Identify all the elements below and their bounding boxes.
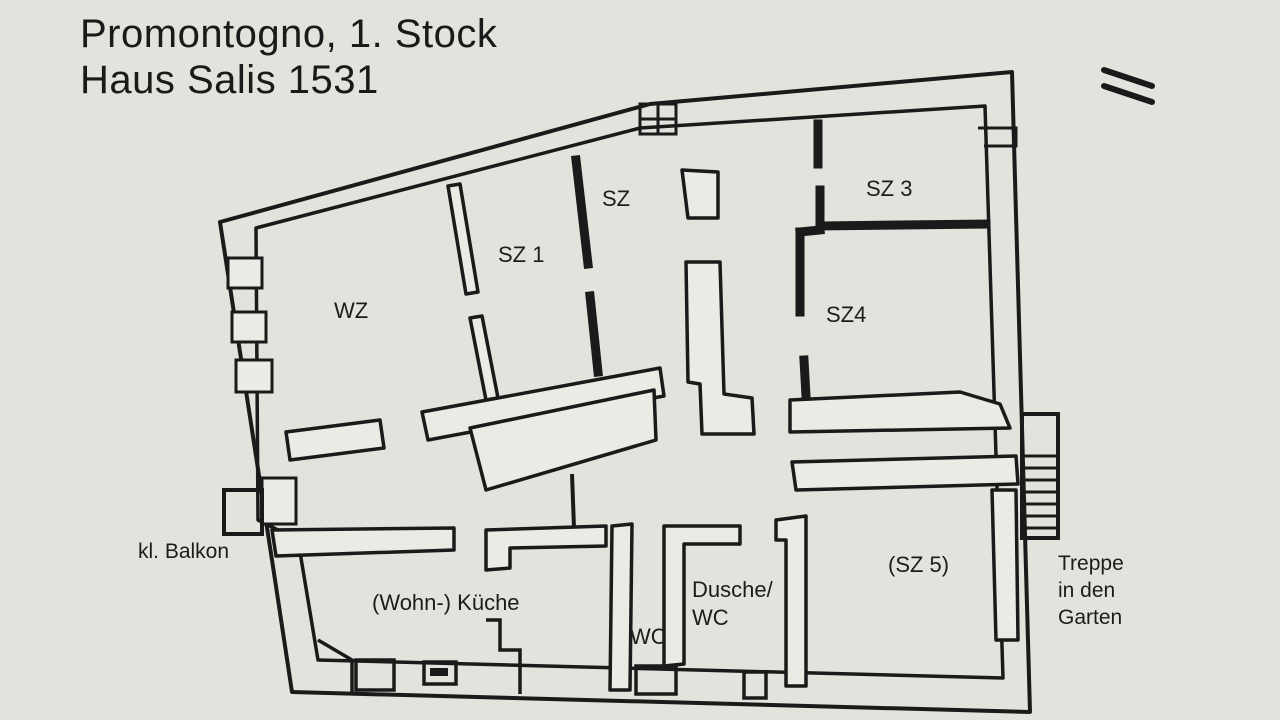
wall-stair-post [570, 473, 576, 529]
wall-central-pillar [684, 260, 756, 436]
wall-sz1-sz-upper [571, 155, 593, 269]
wall-wz-lower [284, 418, 386, 462]
wall-sz3-bottom [815, 219, 991, 231]
wall-kitchen-top-right [484, 524, 608, 572]
room-label-wz: WZ [334, 298, 369, 323]
wall-sz4-bottom [788, 390, 1012, 434]
label-garden-stairs-line2: in den [1058, 579, 1116, 602]
wall-shower-right [774, 514, 808, 688]
room-label-shower-line2: WC [692, 605, 729, 630]
room-label-sz: SZ [602, 186, 631, 211]
room-label-wc: WC [630, 624, 667, 649]
north-wall-window [638, 102, 678, 136]
wall-sz4-left-lower [799, 355, 811, 401]
wall-wz-sz1-upper [446, 182, 480, 296]
room-label-kitchen: (Wohn-) Küche [372, 590, 520, 615]
north-east-corner-detail [978, 126, 1018, 148]
room-label-sz4: SZ4 [826, 302, 867, 327]
small-balcony [222, 488, 264, 536]
room-label-sz3: SZ 3 [866, 176, 913, 201]
wall-sz4-top [795, 225, 825, 237]
room-label-sz1: SZ 1 [498, 242, 545, 267]
garden-stairs [1020, 412, 1060, 540]
plan-subtitle: Haus Salis 1531 [80, 58, 379, 102]
label-garden-stairs-line1: Treppe [1058, 552, 1124, 575]
wall-kitchen-top [270, 526, 456, 558]
room-label-shower-wc: Dusche/ WC [692, 576, 773, 632]
wall-sz5-top [790, 454, 1020, 492]
wall-sz1-sz-lower [585, 291, 603, 377]
south-wall-details [317, 618, 768, 700]
wall-sz5-right [990, 488, 1020, 642]
wall-wc-left [608, 522, 634, 692]
stair-landing [420, 366, 666, 442]
room-label-shower-line1: Dusche/ [692, 577, 773, 602]
window-mark-small [430, 668, 448, 676]
label-small-balcony: kl. Balkon [138, 540, 230, 563]
staircase [468, 388, 658, 492]
wall-central-top [680, 168, 720, 220]
wall-wz-sz1-lower [468, 314, 500, 402]
label-garden-stairs-line3: Garten [1058, 606, 1123, 629]
north-mark-icon [1101, 67, 1155, 105]
west-wall-windows [226, 256, 298, 526]
plan-title: Promontogno, 1. Stock [80, 12, 498, 56]
label-garden-stairs: Treppe in den Garten [1058, 550, 1124, 631]
room-label-sz5: (SZ 5) [888, 552, 950, 577]
